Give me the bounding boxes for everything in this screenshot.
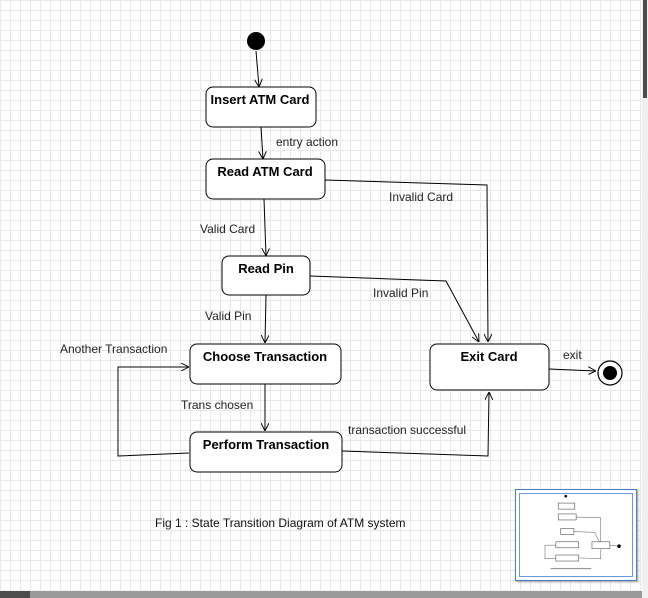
edge-initial-to-insert[interactable] <box>256 50 259 87</box>
label-choose-transaction: Choose Transaction <box>203 349 327 364</box>
state-insert-atm-card[interactable] <box>205 86 317 128</box>
edge-label-another-transaction: Another Transaction <box>60 342 167 356</box>
edge-label-transaction-successful: transaction successful <box>348 423 466 437</box>
state-read-atm-card[interactable] <box>205 158 326 200</box>
state-exit-card[interactable] <box>429 343 550 391</box>
edge-exit-to-final[interactable] <box>548 369 596 371</box>
state-choose-transaction[interactable] <box>189 343 342 385</box>
edge-read-card-to-exit[interactable] <box>324 179 488 342</box>
edge-read-pin-to-exit[interactable] <box>309 275 479 342</box>
edge-label-entry-action: entry action <box>276 135 338 149</box>
state-perform-transaction[interactable] <box>189 431 343 473</box>
edge-label-trans-chosen: Trans chosen <box>181 398 253 412</box>
edge-label-valid-pin: Valid Pin <box>205 309 251 323</box>
outline-minimap[interactable] <box>515 489 637 581</box>
figure-caption: Fig 1 : State Transition Diagram of ATM … <box>155 516 406 530</box>
vertical-scrollbar-thumb[interactable] <box>643 0 647 98</box>
edge-label-valid-card: Valid Card <box>200 222 255 236</box>
label-read-atm-card: Read ATM Card <box>217 164 312 179</box>
label-insert-atm-card: Insert ATM Card <box>211 92 310 107</box>
label-perform-transaction: Perform Transaction <box>203 437 329 452</box>
initial-state[interactable] <box>247 32 265 50</box>
label-read-pin: Read Pin <box>238 261 294 276</box>
edge-insert-to-read-card[interactable] <box>261 126 263 159</box>
edge-perform-to-choose-loop[interactable] <box>117 367 190 457</box>
label-exit-card: Exit Card <box>460 349 517 364</box>
edge-label-invalid-pin: Invalid Pin <box>373 286 428 300</box>
vertical-scrollbar[interactable] <box>642 0 648 598</box>
edge-read-card-to-read-pin[interactable] <box>264 198 266 256</box>
edge-label-exit: exit <box>563 348 582 362</box>
edge-label-invalid-card: Invalid Card <box>389 190 453 204</box>
edge-perform-to-exit[interactable] <box>341 392 489 457</box>
horizontal-scrollbar-thumb[interactable] <box>0 591 30 598</box>
edge-read-pin-to-choose[interactable] <box>265 294 266 343</box>
horizontal-scrollbar-track[interactable] <box>30 591 642 598</box>
minimap-thumbnail <box>544 494 621 570</box>
state-read-pin[interactable] <box>221 255 311 296</box>
minimap-viewport[interactable] <box>519 493 633 577</box>
final-state-inner <box>603 366 617 380</box>
